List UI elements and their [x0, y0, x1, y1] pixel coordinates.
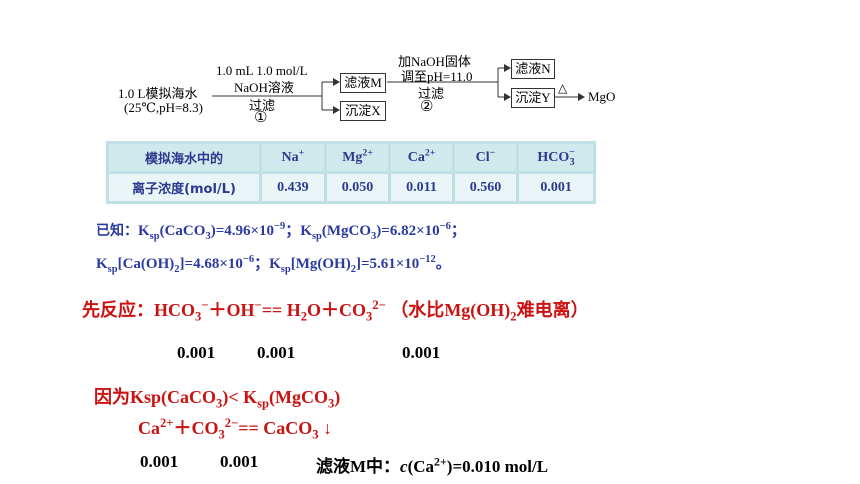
ion-cell-mg: Mg2+ [326, 144, 389, 171]
table-row1-label: 模拟海水中的 [109, 144, 259, 171]
heat-symbol: △ [558, 81, 568, 95]
filtrate-label: 滤液M中： [316, 457, 401, 476]
ion-charge: 2+ [424, 146, 436, 158]
flow-start-line2: (25℃,pH=8.3) [124, 100, 203, 115]
flow-step2-op: 过滤 [418, 86, 445, 101]
ion-base: Ca [407, 149, 425, 165]
known-label: 已知： [96, 223, 138, 239]
ion-table: 模拟海水中的 Na+ Mg2+ Ca2+ Cl− HCO−3 离子浓度(mol/… [106, 141, 596, 204]
reason-prefix: 因为 [94, 387, 130, 407]
ksp-caoh2-exp: −6 [242, 254, 255, 265]
ion-base: HCO [537, 149, 570, 165]
flow-step1-reagent-line2: NaOH溶液 [234, 80, 294, 95]
known-line-2: Ksp[Ca(OH)2]=4.68×10−6；Ksp[Mg(OH)2]=5.61… [96, 254, 451, 275]
flow-step2-reagent-line1: 加NaOH固体 [398, 54, 471, 69]
reason-line: 因为Ksp(CaCO3)< Ksp(MgCO3) [94, 387, 341, 411]
ion-base: Mg [342, 149, 363, 165]
ksp-mgco3-exp: −6 [439, 221, 451, 232]
ion-base: Na [281, 149, 299, 165]
ion-cell-na: Na+ [262, 144, 324, 171]
filtrate-m-concentration: 滤液M中：c(Ca2+)=0.010 mol/L [316, 454, 549, 476]
reaction2-amount-2: 0.001 [220, 452, 259, 471]
precip-x-box: 沉淀X [340, 101, 386, 121]
ion-script-stack: −3 [569, 146, 575, 168]
ksp-caoh2-value: =4.68×10 [184, 256, 243, 272]
ksp-mgoh2-exp: −12 [419, 254, 436, 265]
reaction1-amount-1: 0.001 [177, 343, 216, 362]
flow-step1-op: 过滤 [249, 98, 276, 113]
ion-value: 0.001 [519, 174, 593, 201]
flow-step2-num: ② [420, 99, 434, 115]
reaction1-prefix: 先反应： [82, 300, 154, 320]
ion-charge: − [489, 146, 496, 158]
flow-step2-reagent-line2: 调至pH=11.0 [401, 69, 473, 84]
reaction2-line: Ca2+＋CO32−== CaCO3 ↓ [138, 416, 333, 442]
precip-y-box: 沉淀Y [511, 88, 555, 108]
ion-charge: + [298, 146, 305, 158]
reaction1-amount-2: 0.001 [257, 343, 296, 362]
ion-cell-cl: Cl− [454, 144, 517, 171]
filtrate-n-box: 滤液N [511, 59, 555, 79]
reaction2-amount-1: 0.001 [140, 452, 179, 471]
ksp-caco3-exp: −9 [274, 221, 286, 232]
ion-charge: − [569, 146, 575, 158]
table-row2-label: 离子浓度(mol/L) [109, 174, 259, 201]
ion-cell-hco3: HCO−3 [519, 144, 593, 171]
flow-product: MgO [588, 89, 616, 104]
reaction1-note-close: 难电离） [516, 300, 589, 320]
reaction1-note-open: （水比 [390, 300, 445, 320]
ion-cell-ca: Ca2+ [391, 144, 452, 171]
ion-subscript: 3 [569, 156, 575, 168]
ksp-caco3-value: =4.96×10 [215, 223, 275, 239]
ion-value: 0.011 [391, 174, 452, 201]
reaction1-amount-3: 0.001 [402, 343, 441, 362]
flow-step1-reagent-line1: 1.0 mL 1.0 mol/L [216, 63, 308, 78]
ion-header-row: 模拟海水中的 Na+ Mg2+ Ca2+ Cl− HCO−3 [109, 144, 593, 171]
filtrate-m-box: 滤液M [340, 73, 386, 93]
ksp-mgoh2-value: =5.61×10 [360, 256, 420, 272]
known-line-1: 已知：Ksp(CaCO3)=4.96×10−9；Ksp(MgCO3)=6.82×… [96, 221, 466, 242]
ion-value: 0.050 [326, 174, 389, 201]
ksp-mgco3-value: =6.82×10 [381, 223, 440, 239]
flow-lines [212, 64, 585, 114]
ion-value: 0.560 [454, 174, 517, 201]
reaction1-line: 先反应：HCO3−＋OH−== H2O＋CO32− （水比Mg(OH)2难电离） [82, 298, 589, 324]
filtrate-conc-value: =0.010 mol/L [452, 457, 549, 476]
reason-compare: < [228, 387, 239, 407]
ion-value: 0.439 [262, 174, 324, 201]
ion-charge: 2+ [362, 146, 373, 158]
flow-start-line1: 1.0 L模拟海水 [118, 86, 198, 101]
ion-values-row: 离子浓度(mol/L) 0.439 0.050 0.011 0.560 0.00… [109, 174, 593, 201]
ion-base: Cl [475, 149, 490, 165]
flow-step1-num: ① [254, 110, 268, 126]
